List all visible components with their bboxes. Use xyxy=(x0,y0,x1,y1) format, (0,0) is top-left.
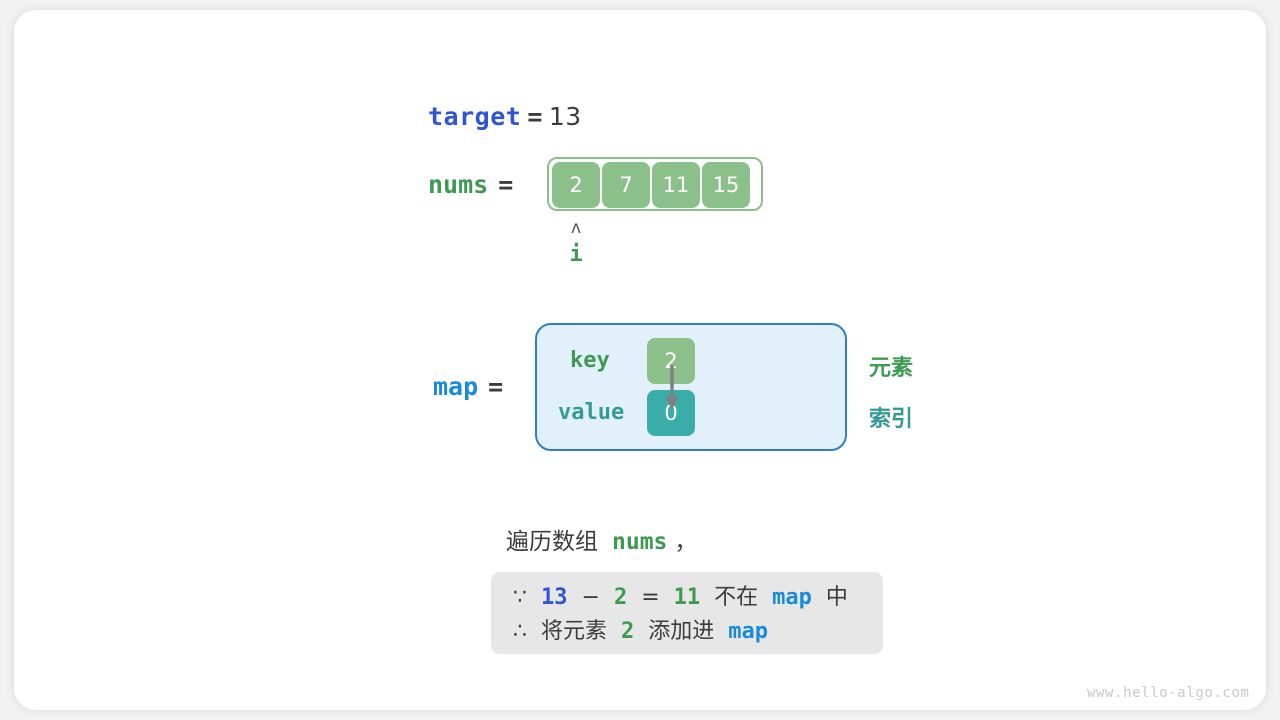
key-to-value-arrow-icon xyxy=(665,365,679,410)
note-line-2: ∴ 将元素 2 添加进 map xyxy=(513,615,861,649)
caption-code-nums: nums xyxy=(612,529,668,555)
map-variable-name: map xyxy=(433,372,479,401)
nums-expression: nums = xyxy=(428,170,513,199)
note-operand-a: 13 xyxy=(541,585,568,610)
target-variable-name: target xyxy=(428,102,522,131)
note-action-value: 2 xyxy=(621,619,635,644)
caption-text: 遍历数组 nums， xyxy=(506,522,697,556)
note-line-1: ∵ 13−2 = 11 不在 map 中 xyxy=(513,581,861,615)
pointer-label-i: i xyxy=(569,242,583,267)
array-cell: 2 xyxy=(552,162,600,208)
target-equals-sign: = xyxy=(527,102,543,131)
note-result: 11 xyxy=(673,585,701,610)
note-end-text: 中 xyxy=(825,585,848,610)
caption-prefix: 遍历数组 xyxy=(506,529,598,555)
nums-array: 2 7 11 15 xyxy=(547,157,763,211)
array-cell: 7 xyxy=(602,162,650,208)
note-code-map: map xyxy=(772,585,812,610)
note-action-code-map: map xyxy=(728,619,769,644)
note-middle-text: 不在 xyxy=(714,585,759,610)
nums-variable-name: nums xyxy=(428,170,489,199)
annotation-index: 索引 xyxy=(869,407,914,432)
map-key-label: key xyxy=(570,348,610,373)
target-expression: target=13 xyxy=(428,102,582,131)
note-action-text-2: 添加进 xyxy=(648,619,715,644)
annotation-element: 元素 xyxy=(869,356,914,381)
array-cell: 11 xyxy=(652,162,700,208)
caption-suffix: ， xyxy=(674,529,698,555)
note-therefore-symbol: ∴ xyxy=(513,619,527,644)
note-minus-sign: − xyxy=(581,585,600,610)
pointer-caret-icon: ʌ xyxy=(570,218,582,238)
note-action-text-1: 将元素 xyxy=(541,619,608,644)
target-value: 13 xyxy=(548,102,582,131)
map-equals-sign: = xyxy=(488,372,504,401)
array-cell: 15 xyxy=(702,162,750,208)
map-value-label: value xyxy=(558,400,625,425)
note-because-symbol: ∵ xyxy=(513,585,527,610)
watermark: www.hello-algo.com xyxy=(1087,685,1250,701)
map-expression: map = xyxy=(433,372,503,401)
note-equals-sign: = xyxy=(641,585,660,610)
nums-equals-sign: = xyxy=(498,170,514,199)
note-operand-b: 2 xyxy=(613,585,628,610)
figure-card: target=13 nums= 2 7 11 15 ʌ i map= key v… xyxy=(14,10,1266,710)
